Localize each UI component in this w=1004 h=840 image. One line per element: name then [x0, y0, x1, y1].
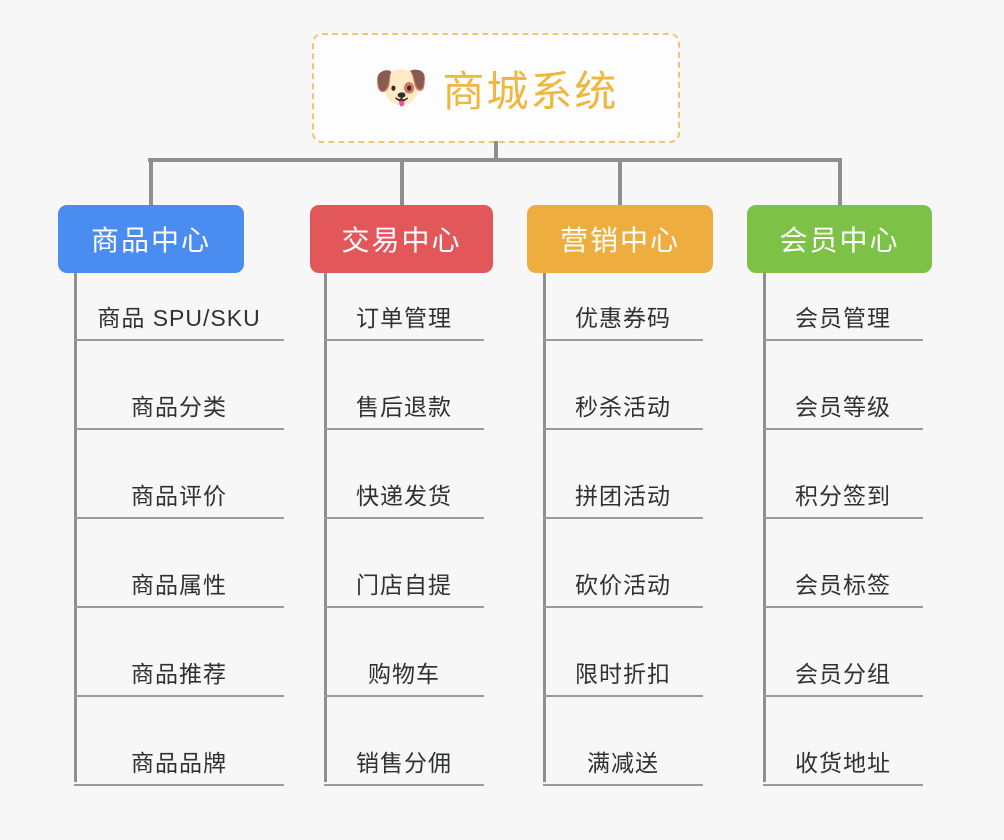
connector-root-stem	[494, 141, 498, 162]
leaf-item[interactable]: 商品推荐	[74, 655, 284, 697]
leaf-item[interactable]: 收货地址	[763, 744, 923, 786]
leaf-item[interactable]: 积分签到	[763, 477, 923, 519]
column-spine	[763, 273, 766, 782]
leaf-item[interactable]: 商品品牌	[74, 744, 284, 786]
connector-drop-product-center	[149, 158, 153, 205]
column-spine	[324, 273, 327, 782]
leaf-item[interactable]: 会员分组	[763, 655, 923, 697]
leaf-item[interactable]: 优惠券码	[543, 299, 703, 341]
leaf-item[interactable]: 售后退款	[324, 388, 484, 430]
leaf-item[interactable]: 商品评价	[74, 477, 284, 519]
leaf-item[interactable]: 砍价活动	[543, 566, 703, 608]
root-node[interactable]: 🐶 商城系统	[312, 33, 680, 143]
leaf-item[interactable]: 商品分类	[74, 388, 284, 430]
leaf-item[interactable]: 满减送	[543, 744, 703, 786]
category-box-product-center[interactable]: 商品中心	[58, 205, 244, 273]
leaf-item[interactable]: 门店自提	[324, 566, 484, 608]
category-label: 交易中心	[341, 225, 462, 256]
connector-drop-trade-center	[399, 158, 404, 205]
category-box-member-center[interactable]: 会员中心	[747, 205, 932, 273]
column-spine	[74, 273, 77, 782]
leaf-item[interactable]: 购物车	[324, 655, 484, 697]
leaf-item[interactable]: 会员管理	[763, 299, 923, 341]
leaf-item[interactable]: 限时折扣	[543, 655, 703, 697]
leaf-item[interactable]: 商品 SPU/SKU	[74, 299, 284, 341]
dog-face-icon: 🐶	[373, 63, 429, 112]
leaf-item[interactable]: 秒杀活动	[543, 388, 703, 430]
leaf-item[interactable]: 拼团活动	[543, 477, 703, 519]
leaf-item[interactable]: 销售分佣	[324, 744, 484, 786]
leaf-item[interactable]: 会员等级	[763, 388, 923, 430]
category-box-trade-center[interactable]: 交易中心	[310, 205, 493, 273]
category-label: 会员中心	[779, 225, 900, 256]
connector-drop-member-center	[837, 158, 842, 205]
leaf-item[interactable]: 订单管理	[324, 299, 484, 341]
category-label: 商品中心	[90, 225, 211, 256]
page-title: 商城系统	[442, 67, 619, 115]
connector-drop-marketing-center	[618, 158, 622, 205]
column-spine	[543, 273, 546, 782]
category-box-marketing-center[interactable]: 营销中心	[527, 205, 713, 273]
leaf-item[interactable]: 商品属性	[74, 566, 284, 608]
leaf-item[interactable]: 快递发货	[324, 477, 484, 519]
connector-horizontal-bus	[148, 158, 840, 162]
leaf-item[interactable]: 会员标签	[763, 566, 923, 608]
category-label: 营销中心	[559, 225, 680, 256]
